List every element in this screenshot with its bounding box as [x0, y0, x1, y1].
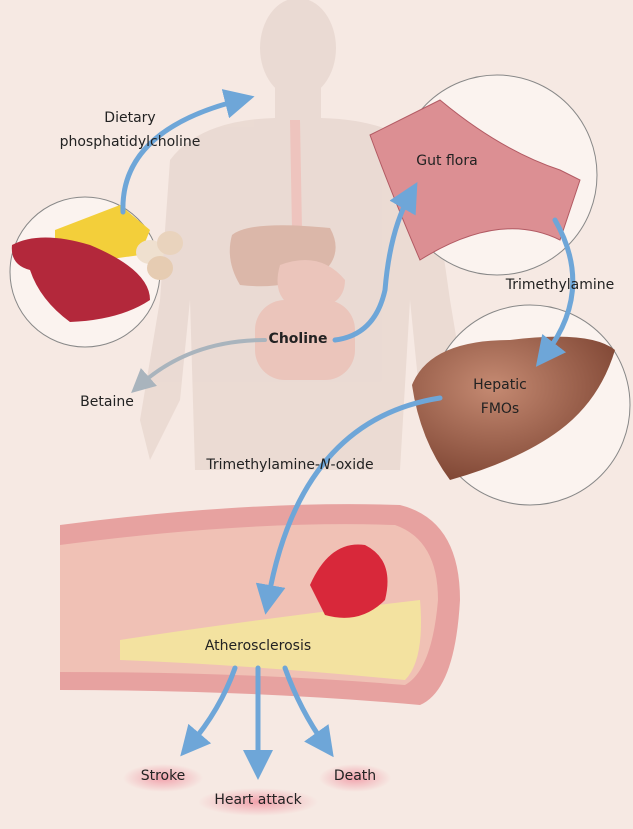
label-betaine: Betaine [80, 394, 134, 410]
label-phosphatidylcholine: phosphatidylcholine [59, 134, 201, 150]
tmao-prefix: Trimethylamine- [206, 457, 320, 473]
blood-clot [310, 544, 388, 618]
label-heart-attack: Heart attack [214, 792, 302, 808]
food-sources-circle [9, 196, 183, 348]
arrow-choline-to-gut [332, 181, 418, 343]
label-stroke: Stroke [140, 768, 186, 784]
label-atherosclerosis: Atherosclerosis [204, 638, 312, 654]
label-dietary: Dietary [104, 110, 156, 126]
label-tmao: Trimethylamine-N-oxide [206, 456, 373, 474]
label-trimethylamine: Trimethylamine [505, 277, 615, 293]
egg [157, 231, 183, 255]
arrow-choline-to-betaine [131, 338, 267, 394]
egg [147, 256, 173, 280]
tmao-n: N [319, 457, 331, 473]
arrow-diet-to-body [120, 89, 255, 215]
arrow-to-death [282, 665, 334, 758]
liver-circle [412, 304, 631, 506]
label-choline: Choline [268, 331, 328, 347]
human-body [140, 0, 470, 470]
arrow-liver-to-artery [255, 395, 443, 615]
steak [11, 237, 151, 322]
arrow-gut-to-liver [535, 217, 576, 367]
label-death: Death [333, 768, 377, 784]
label-hepatic: Hepatic [473, 377, 527, 393]
liver [412, 336, 615, 480]
label-fmos: FMOs [480, 401, 520, 417]
gut-circle [369, 74, 598, 276]
label-gut-flora: Gut flora [416, 153, 478, 169]
tmao-suffix: -oxide [330, 457, 374, 473]
arrow-to-stroke [180, 665, 238, 757]
